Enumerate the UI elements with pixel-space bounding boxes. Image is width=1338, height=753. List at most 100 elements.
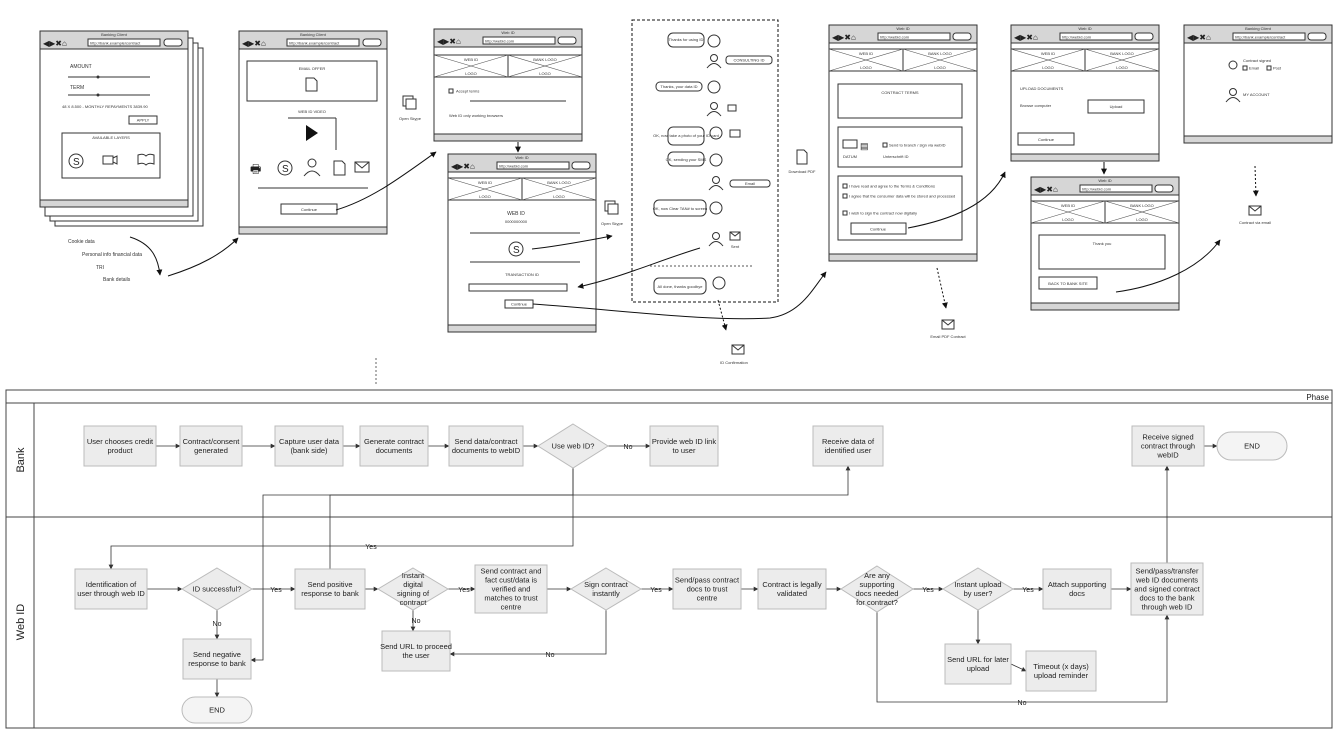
tab-webid[interactable]: WEB ID bbox=[1041, 51, 1055, 56]
svg-text:Sent: Sent bbox=[731, 244, 740, 249]
my-account-link[interactable]: MY ACCOUNT bbox=[1243, 92, 1270, 97]
logo-left: LOGO bbox=[860, 65, 872, 70]
video-label: WEB ID VIDEO bbox=[298, 109, 326, 114]
note-cookie: Cookie data bbox=[68, 239, 95, 245]
edge-label: Yes bbox=[1022, 587, 1034, 594]
nav-back-icon[interactable]: ◀▶✖⌂ bbox=[242, 39, 266, 48]
tab-webid[interactable]: WEB ID bbox=[1061, 203, 1075, 208]
nav-back-icon[interactable]: ◀▶✖⌂ bbox=[437, 37, 461, 46]
sign-label: Send to branch / sign via webID bbox=[889, 143, 946, 148]
webid-code: 0000000000 bbox=[505, 219, 528, 224]
post-option[interactable] bbox=[1266, 65, 1272, 71]
date-field[interactable] bbox=[842, 139, 858, 149]
logo-right: LOGO bbox=[934, 65, 946, 70]
search-icon[interactable] bbox=[557, 36, 577, 45]
upload-button[interactable] bbox=[1087, 99, 1145, 114]
search-icon[interactable] bbox=[952, 32, 972, 41]
tab-bank-logo[interactable]: BANK LOGO bbox=[1110, 51, 1134, 56]
edge-label: Yes bbox=[458, 587, 470, 594]
search-icon[interactable] bbox=[1154, 184, 1174, 193]
play-icon[interactable] bbox=[306, 125, 318, 141]
mail-icon bbox=[729, 231, 741, 241]
continue-button[interactable] bbox=[850, 222, 907, 235]
skype-icon[interactable] bbox=[508, 241, 524, 257]
flow-edge bbox=[108, 468, 574, 570]
edge-label: Yes bbox=[365, 544, 377, 551]
digital-sign-checkbox[interactable] bbox=[842, 210, 848, 216]
search-icon[interactable] bbox=[571, 161, 591, 170]
search-icon[interactable] bbox=[1134, 32, 1154, 41]
agent-icon bbox=[709, 201, 723, 215]
amount-slider[interactable] bbox=[96, 75, 100, 79]
screen3-url: http://webid.com bbox=[485, 39, 515, 44]
nav-back-icon[interactable]: ◀▶✖⌂ bbox=[43, 39, 67, 48]
skype-icon[interactable] bbox=[68, 153, 84, 169]
back-to-bank-button[interactable] bbox=[1038, 276, 1098, 290]
user-icon bbox=[307, 158, 317, 168]
camera-icon bbox=[729, 129, 741, 138]
nav-back-icon[interactable]: ◀▶✖⌂ bbox=[832, 33, 856, 42]
terms-label: I have read and agree to the Terms & Con… bbox=[849, 184, 935, 189]
term-label: TERM bbox=[70, 85, 84, 91]
flow-node-label: Use web ID? bbox=[552, 442, 595, 451]
search-icon[interactable] bbox=[163, 38, 183, 47]
svg-text:S: S bbox=[513, 245, 520, 256]
user-icon bbox=[712, 176, 720, 184]
book-icon[interactable] bbox=[137, 153, 155, 166]
search-icon[interactable] bbox=[362, 38, 382, 47]
svg-text:Thanks for using ID: Thanks for using ID bbox=[669, 37, 704, 42]
svg-text:Email: Email bbox=[1249, 66, 1259, 71]
apply-button[interactable] bbox=[128, 115, 158, 125]
user-icon bbox=[710, 54, 718, 62]
tab-bank-logo[interactable]: BANK LOGO bbox=[1130, 203, 1154, 208]
continue-button[interactable] bbox=[1017, 132, 1075, 146]
nav-back-icon[interactable]: ◀▶✖⌂ bbox=[1034, 185, 1058, 194]
email-pdf-note: Email PDF Contract bbox=[930, 334, 966, 339]
email-option[interactable] bbox=[1242, 65, 1248, 71]
tab-webid[interactable]: WEB ID bbox=[464, 57, 478, 62]
edge-label: No bbox=[412, 618, 421, 625]
term-slider[interactable] bbox=[96, 93, 100, 97]
agent-icon bbox=[709, 153, 723, 167]
tab-bank-logo[interactable]: BANK LOGO bbox=[928, 51, 952, 56]
flow-edge bbox=[250, 468, 574, 663]
browse-label[interactable]: Browse computer bbox=[1020, 103, 1052, 108]
continue-button[interactable] bbox=[280, 203, 338, 215]
transaction-input[interactable] bbox=[468, 283, 568, 292]
phase-label: Phase bbox=[1306, 393, 1329, 402]
nav-back-icon[interactable]: ◀▶✖⌂ bbox=[1014, 33, 1038, 42]
tab-webid[interactable]: WEB ID bbox=[478, 180, 492, 185]
wireframe-screen-8: Banking Client ◀▶✖⌂ http://bank.example/… bbox=[1183, 24, 1333, 144]
thanks-label: Thank you bbox=[1093, 241, 1112, 246]
tab-bank-logo[interactable]: BANK LOGO bbox=[547, 180, 571, 185]
terms-checkbox[interactable] bbox=[842, 183, 848, 189]
sign-checkbox[interactable] bbox=[882, 142, 888, 148]
tab-webid[interactable]: WEB ID bbox=[859, 51, 873, 56]
flow-node-w2: ID successful? bbox=[181, 567, 253, 611]
nav-back-icon[interactable]: ◀▶✖⌂ bbox=[1187, 33, 1211, 42]
pdf-icon bbox=[796, 149, 808, 165]
consent-checkbox[interactable] bbox=[842, 193, 848, 199]
tab-bank-logo[interactable]: BANK LOGO bbox=[533, 57, 557, 62]
mail-icon bbox=[1248, 205, 1262, 216]
nav-back-icon[interactable]: ◀▶✖⌂ bbox=[451, 162, 475, 171]
accept-checkbox[interactable] bbox=[448, 88, 454, 94]
screen2-title: Banking Client bbox=[300, 32, 327, 37]
search-icon[interactable] bbox=[1307, 32, 1327, 41]
